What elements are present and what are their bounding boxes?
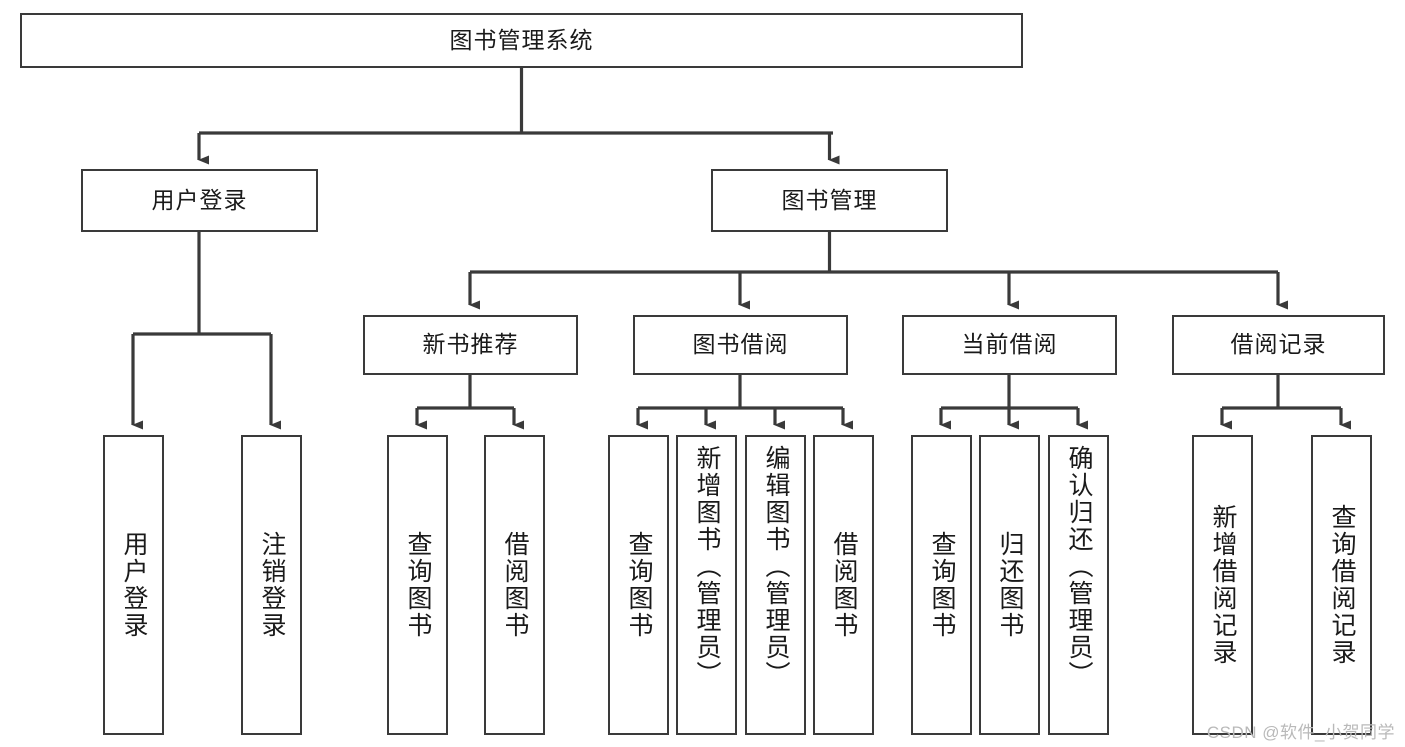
- node-label: 注销登录: [258, 531, 286, 639]
- node-current-borrow[interactable]: 当前借阅: [902, 315, 1117, 375]
- node-label: 用户登录: [120, 531, 148, 639]
- node-book-management[interactable]: 图书管理: [711, 169, 948, 232]
- node-label: 借阅图书: [830, 531, 858, 639]
- node-root-book-management-system[interactable]: 图书管理系统: [20, 13, 1023, 68]
- node-leaf-borrow-book-recommend[interactable]: 借阅图书: [484, 435, 545, 735]
- node-leaf-edit-book-admin[interactable]: 编辑图书（管理员）: [745, 435, 806, 735]
- node-label: 查询图书: [928, 531, 956, 639]
- node-leaf-logout[interactable]: 注销登录: [241, 435, 302, 735]
- node-leaf-add-book-admin[interactable]: 新增图书（管理员）: [676, 435, 737, 735]
- node-user-login[interactable]: 用户登录: [81, 169, 318, 232]
- node-leaf-query-borrow-record[interactable]: 查询借阅记录: [1311, 435, 1372, 735]
- node-label: 图书管理: [781, 186, 878, 213]
- node-leaf-user-login[interactable]: 用户登录: [103, 435, 164, 735]
- node-label: 借阅图书: [501, 531, 529, 639]
- node-leaf-query-book-current[interactable]: 查询图书: [911, 435, 972, 735]
- node-borrow-record[interactable]: 借阅记录: [1172, 315, 1385, 375]
- node-label: 新书推荐: [422, 331, 519, 358]
- node-label: 新增图书（管理员）: [693, 445, 721, 688]
- node-label: 查询图书: [404, 531, 432, 639]
- node-label: 用户登录: [151, 186, 248, 213]
- node-label: 归还图书: [996, 531, 1024, 639]
- node-label: 确认归还（管理员）: [1065, 445, 1093, 688]
- node-label: 图书管理系统: [449, 26, 594, 53]
- node-leaf-add-borrow-record[interactable]: 新增借阅记录: [1192, 435, 1253, 735]
- node-leaf-query-book-borrow[interactable]: 查询图书: [608, 435, 669, 735]
- node-label: 查询借阅记录: [1328, 504, 1356, 666]
- node-book-borrow[interactable]: 图书借阅: [633, 315, 848, 375]
- node-leaf-query-book-recommend[interactable]: 查询图书: [387, 435, 448, 735]
- node-label: 图书借阅: [692, 331, 789, 358]
- node-label: 查询图书: [625, 531, 653, 639]
- node-leaf-return-book[interactable]: 归还图书: [979, 435, 1040, 735]
- node-label: 新增借阅记录: [1209, 504, 1237, 666]
- node-leaf-confirm-return-admin[interactable]: 确认归还（管理员）: [1048, 435, 1109, 735]
- node-leaf-borrow-book[interactable]: 借阅图书: [813, 435, 874, 735]
- watermark-text: CSDN @软件_小贺同学: [1206, 723, 1395, 742]
- node-label: 编辑图书（管理员）: [762, 445, 790, 688]
- node-label: 当前借阅: [961, 331, 1058, 358]
- node-label: 借阅记录: [1230, 331, 1327, 358]
- node-new-book-recommend[interactable]: 新书推荐: [363, 315, 578, 375]
